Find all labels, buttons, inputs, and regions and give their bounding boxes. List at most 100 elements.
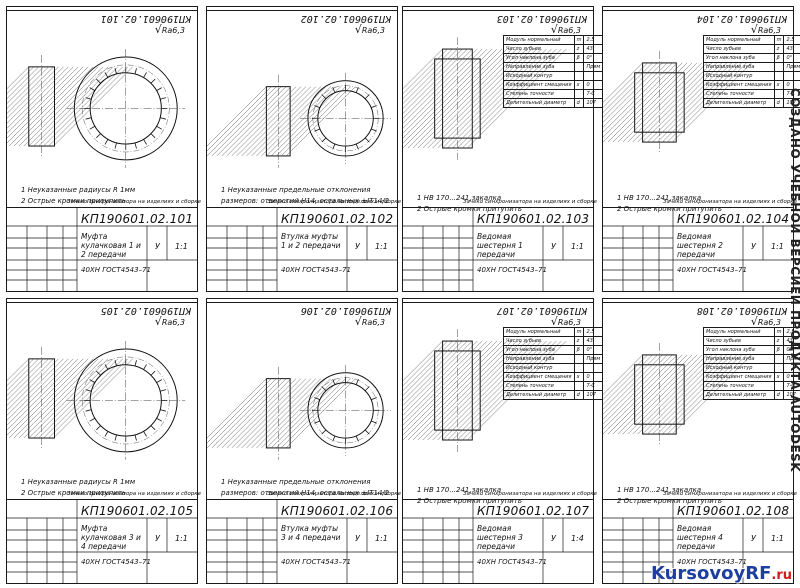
hatch-line [221,86,292,157]
gear-param-cell: Степень точности [703,381,775,391]
spline-tooth [321,386,327,392]
gear-param-cell: Угол наклона зуба [503,53,575,63]
hatch-line [7,66,79,139]
gear-param-cell [773,71,785,81]
hatch-line [216,378,287,449]
drawing-scale: 1:1 [771,534,784,543]
hatch-line [48,66,128,147]
hatch-line [632,354,712,435]
hatch-line [53,66,133,147]
title-block-grid [207,208,397,291]
spline-tooth [160,389,166,392]
gear-param-cell: x [573,372,585,382]
hatch-line [7,358,34,386]
letter-designation: У [551,242,556,251]
gear-param-cell: Направление зуба [503,354,575,364]
hatch-line [403,340,488,426]
material-spec: 40ХН ГОСТ4543–71 [81,266,151,274]
hatch-line [211,378,282,449]
gear-param-cell: Делительный диаметр [503,98,575,108]
hatch-line [607,354,688,435]
hatch-line [403,48,488,134]
spline-tooth [156,417,162,422]
hatch-line [603,354,683,435]
hatch-line [236,86,307,157]
gear-param-row: Исходный контур [703,71,800,81]
side-stamp-text: СОЗДАНО УЧЕБНОЙ ВЕРСИЕЙ ПРОДУКТА AUTODES… [788,87,800,473]
hatch-line [266,86,336,157]
gear-param-cell [573,89,585,99]
roughness-value: Ra6,3 [161,26,185,35]
title-block-grid [603,500,793,583]
hatch-line [276,378,346,449]
gear-param-cell: 43 [583,44,604,54]
hatch-line [207,378,277,449]
gear-param-cell [573,354,585,364]
hatch-line [231,86,302,157]
hatch-line [216,86,287,157]
gear-param-cell: Исходный контур [703,71,775,81]
hatch-line [403,48,443,89]
drawing-code: КП190601.02.105 [81,504,194,518]
hatch-line [412,48,512,149]
check-mark-icon: √ [550,23,558,36]
gear-param-cell: β [573,53,585,63]
note-line: 2 Острые кромки притупить [21,197,126,205]
hatch-line [271,378,341,449]
note-line: 2 Острые кромки притупить [417,497,522,505]
drawing-code: КП190601.02.106 [281,504,394,518]
hatch-line [603,62,678,138]
spline-tooth [89,87,96,91]
spline-tooth [332,379,336,385]
spline-tooth [370,397,377,401]
hatch-line [403,48,448,94]
approval-note: Зачеко синхронизатора на изделиях и сбор… [67,491,202,497]
check-mark-icon: √ [750,23,758,36]
material-spec: 40ХН ГОСТ4543–71 [281,558,351,566]
hatch-line [7,358,64,416]
spline-tooth [104,72,109,78]
hatch-line [286,86,356,157]
part-drawing [207,364,392,460]
gear-param-cell: 107 [783,98,800,108]
gear-param-cell [573,62,585,72]
note-line: 2 Острые кромки притупить [617,497,722,505]
hatch-line [226,378,297,449]
gear-param-cell: Степень точности [503,89,575,99]
letter-designation: У [155,534,160,543]
gear-param-cell: 0 [583,80,604,90]
hatch-line [33,66,114,147]
drawing-scale: 1:1 [375,242,388,251]
gear-param-cell: Коэффициент смещения [503,372,575,382]
watermark[interactable]: KursovoyRF.ru [651,563,792,584]
material-spec: 40ХН ГОСТ4543–71 [677,266,747,274]
hatch-line [207,86,272,152]
gear-param-cell: d [773,98,785,108]
spline-tooth [114,68,117,75]
gear-param-row: Исходный контур [703,363,800,373]
hatch-line [7,358,44,396]
hatch-line [622,62,703,143]
rotated-drawing-code: КП190601.02.107 [403,302,593,316]
hatch-line [241,378,312,449]
